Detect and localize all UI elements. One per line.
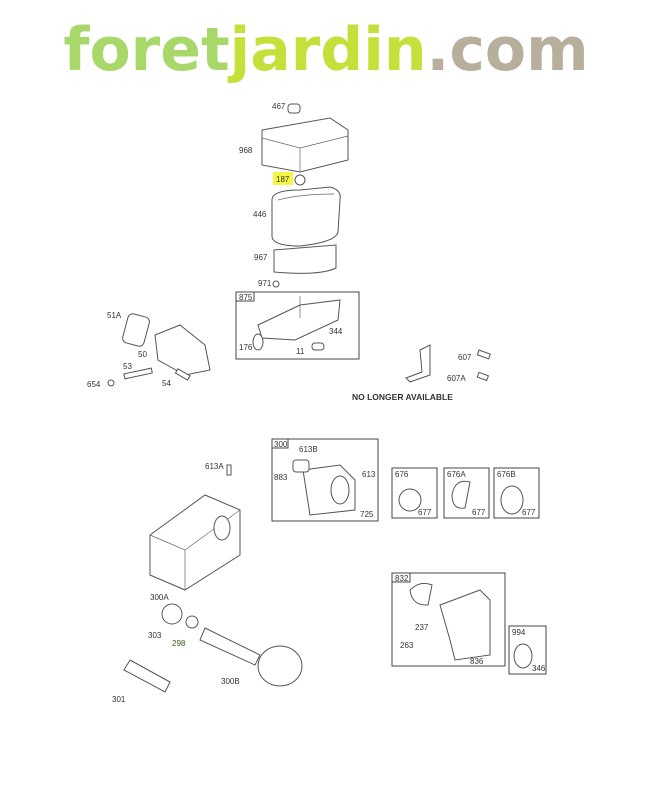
label-187: 187: [276, 175, 290, 184]
gasket-51A[interactable]: [121, 313, 150, 348]
label-50: 50: [138, 350, 147, 359]
group-875: [235, 291, 360, 360]
label-237: 237: [415, 623, 429, 632]
label-607: 607: [458, 353, 472, 362]
label-676: 676: [395, 470, 409, 479]
label-883: 883: [274, 473, 288, 482]
label-467: 467: [272, 102, 286, 111]
bracket[interactable]: [405, 344, 431, 383]
heat-shield[interactable]: [439, 589, 491, 661]
no-longer-available-notice: NO LONGER AVAILABLE: [352, 392, 453, 402]
label-300A: 300A: [150, 593, 169, 602]
watermark: foretjardin.com: [63, 15, 588, 85]
air-cleaner-base[interactable]: [257, 299, 341, 341]
label-613: 613: [362, 470, 376, 479]
label-994: 994: [512, 628, 526, 637]
label-971: 971: [258, 279, 272, 288]
label-300B: 300B: [221, 677, 240, 686]
label-968: 968: [239, 146, 253, 155]
highlight-187: [273, 172, 293, 185]
group-832: [391, 572, 506, 667]
label-677: 677: [472, 508, 486, 517]
label-176: 176: [239, 343, 253, 352]
intake-elbow-50[interactable]: [154, 324, 211, 376]
label-344: 344: [329, 327, 343, 336]
part-187[interactable]: [294, 174, 306, 186]
pipe-301[interactable]: [123, 659, 171, 693]
part-971[interactable]: [272, 280, 280, 288]
air-cleaner-cover[interactable]: [261, 103, 349, 173]
group-676: [391, 467, 438, 519]
label-263: 263: [400, 641, 414, 650]
label-301: 301: [112, 695, 126, 704]
group-994: [508, 625, 547, 675]
label-300: 300: [274, 440, 288, 449]
label-836: 836: [470, 657, 484, 666]
label-832: 832: [395, 574, 409, 583]
label-676A: 676A: [447, 470, 466, 479]
label-11: 11: [296, 347, 305, 356]
label-298: 298: [172, 639, 186, 648]
group-300: [271, 438, 379, 522]
group-676A: [443, 467, 490, 519]
label-446: 446: [253, 210, 267, 219]
label-677: 677: [418, 508, 432, 517]
label-346: 346: [532, 664, 546, 673]
label-51A: 51A: [107, 311, 122, 320]
label-53: 53: [123, 362, 132, 371]
part-303[interactable]: [161, 603, 183, 625]
label-303: 303: [148, 631, 162, 640]
label-725: 725: [360, 510, 374, 519]
air-filter-cartridge[interactable]: [271, 186, 341, 247]
label-613A: 613A: [205, 462, 224, 471]
label-967: 967: [254, 253, 268, 262]
label-607A: 607A: [447, 374, 466, 383]
pre-cleaner[interactable]: [273, 244, 337, 274]
label-654: 654: [87, 380, 101, 389]
label-677: 677: [522, 508, 536, 517]
exhaust-pipe-300B[interactable]: [199, 627, 261, 666]
label-875: 875: [239, 293, 253, 302]
label-613B: 613B: [299, 445, 318, 454]
group-676B: [493, 467, 540, 519]
label-676B: 676B: [497, 470, 516, 479]
label-54: 54: [162, 379, 171, 388]
